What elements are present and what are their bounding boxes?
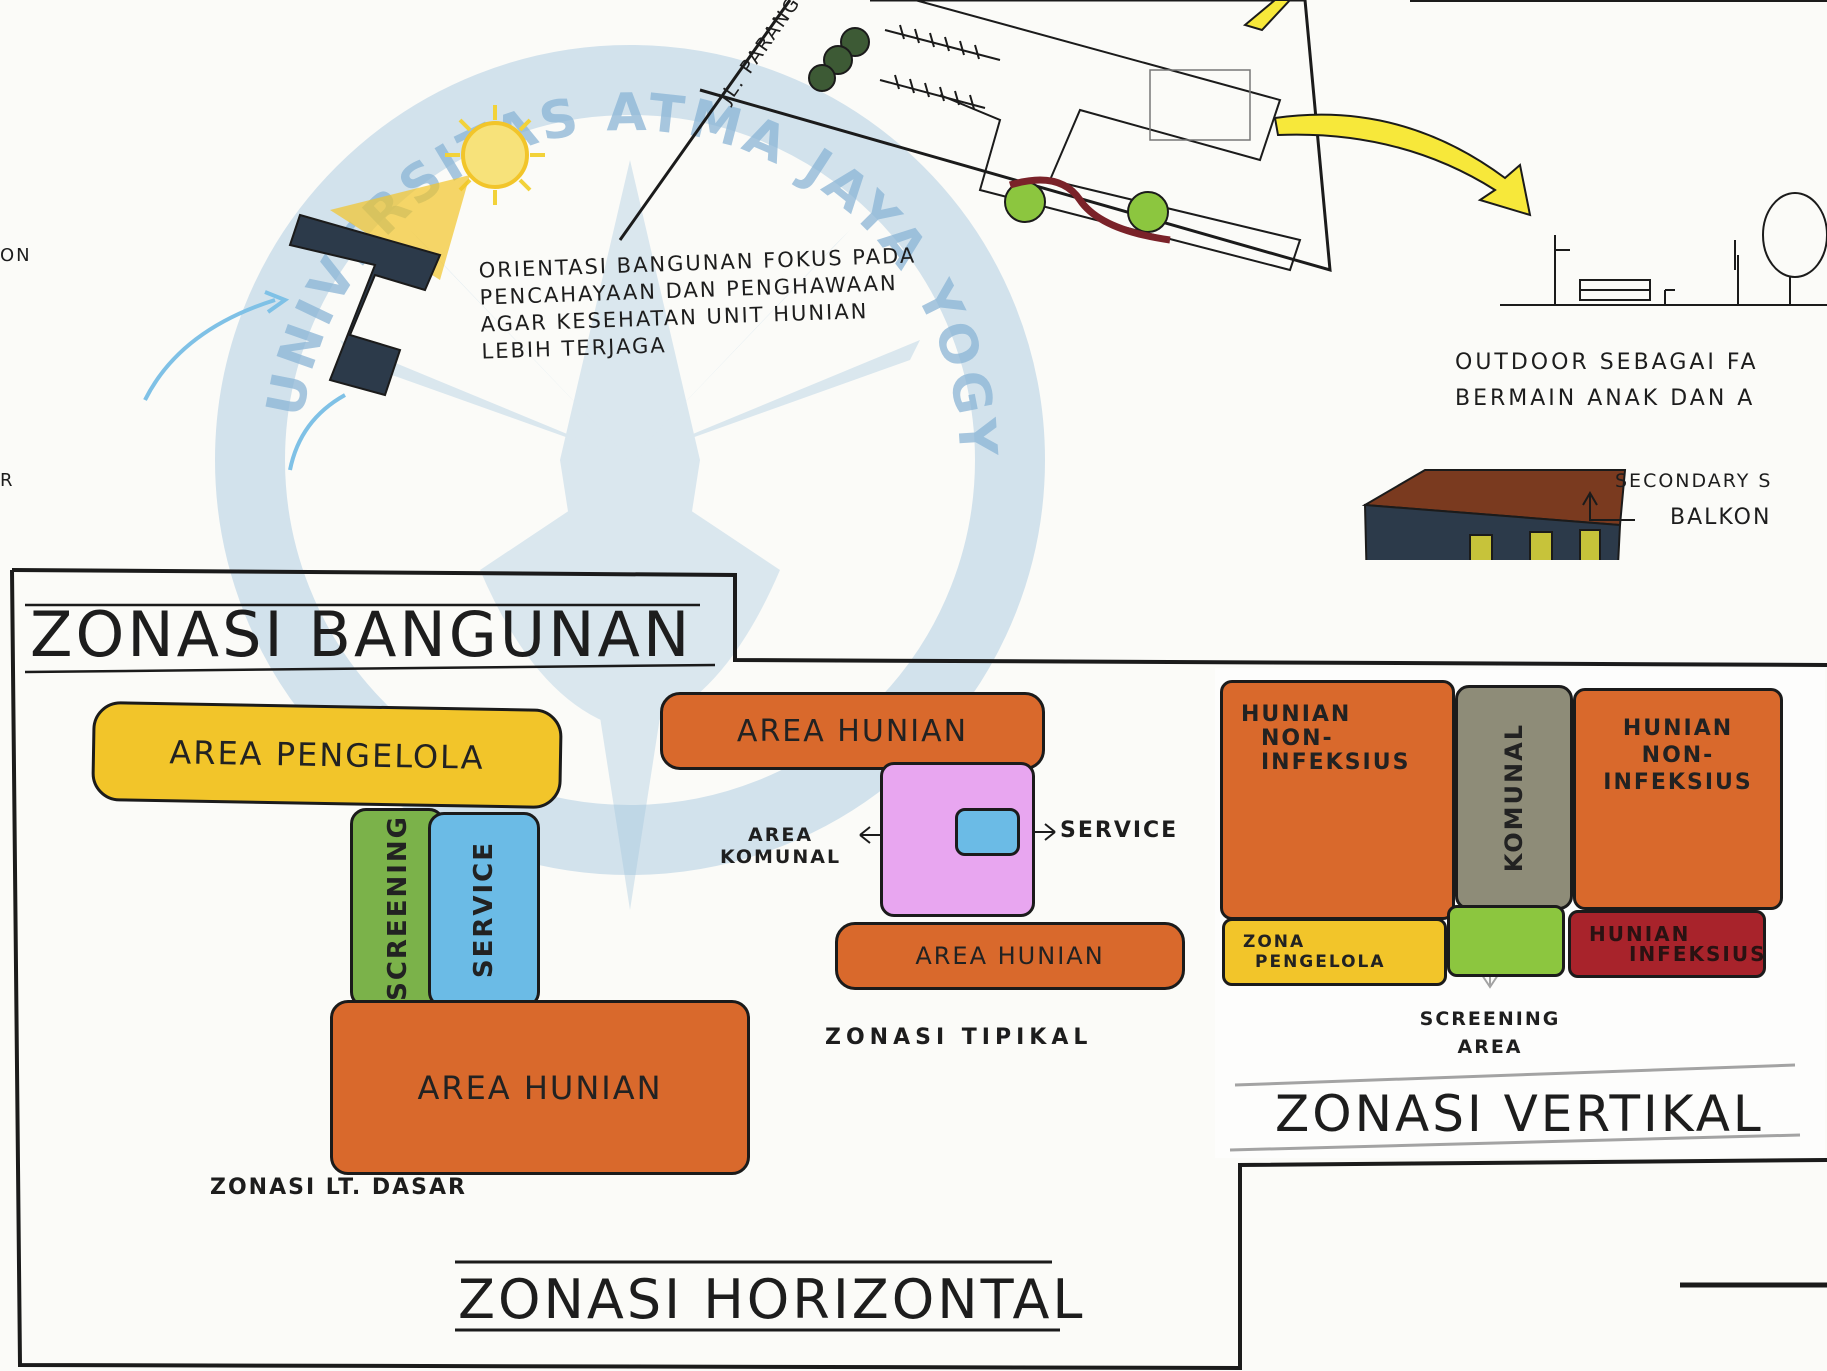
area-pengelola-label: AREA PENGELOLA [169,733,485,777]
area-pengelola-block: AREA PENGELOLA [91,700,563,810]
hunian-infeksius-line-2: INFEKSIUS [1629,942,1767,966]
hunian-left-label: HUNIAN NON- INFEKSIUS [1241,703,1410,775]
zona-pengelola-block: ZONA PENGELOLA [1222,918,1447,986]
hunian-right-label: HUNIAN NON- INFEKSIUS [1603,715,1752,796]
screening-area-label: SCREENING AREA [1405,1005,1575,1061]
screening-area-line-2: AREA [1457,1036,1523,1058]
hunian-left-line-3: INFEKSIUS [1261,750,1411,775]
screening-label: SCREENING [382,815,413,1001]
area-hunian-ground-block: AREA HUNIAN [330,1000,750,1175]
hunian-infeksius-label: HUNIAN INFEKSIUS [1589,924,1767,964]
area-hunian-ground-label: AREA HUNIAN [417,1068,663,1107]
area-hunian-bottom-block: AREA HUNIAN [835,922,1185,990]
komunal-block: KOMUNAL [1455,685,1573,910]
typical-service-label: SERVICE [1060,818,1179,843]
zonasi-horizontal-title: ZONASI HORIZONTAL [458,1268,1086,1331]
screening-vertical-block [1447,905,1565,977]
service-block: SERVICE [428,812,540,1008]
hunian-right-line-3: INFEKSIUS [1603,770,1753,795]
left-cut-text-1: ON [0,245,32,266]
area-komunal-label-line-1: AREA [748,824,814,846]
service-label: SERVICE [469,841,499,979]
typical-service-block [955,808,1020,856]
zona-pengelola-line-1: ZONA [1243,932,1306,952]
hunian-right-line-1: HUNIAN [1622,716,1734,741]
komunal-label: KOMUNAL [1500,722,1528,873]
outdoor-caption-line-1: OUTDOOR SEBAGAI FA [1455,350,1759,375]
zona-pengelola-line-2: PENGELOLA [1255,952,1386,972]
left-cut-text-2: R [0,470,15,491]
hunian-left-line-1: HUNIAN [1241,702,1352,727]
site-plan-sketch [143,0,1827,560]
hunian-infeksius-line-1: HUNIAN [1589,922,1691,946]
zonasi-tipikal-caption: ZONASI TIPIKAL [825,1025,1093,1050]
zonasi-lt-dasar-caption: ZONASI LT. DASAR [210,1175,467,1200]
hunian-non-infeksius-left-block: HUNIAN NON- INFEKSIUS [1220,680,1455,920]
hunian-infeksius-block: HUNIAN INFEKSIUS [1568,910,1766,978]
hunian-right-line-2: NON- [1641,743,1715,768]
screening-area-line-1: SCREENING [1419,1008,1561,1030]
zonasi-bangunan-title: ZONASI BANGUNAN [30,598,693,671]
area-hunian-bottom-label: AREA HUNIAN [915,942,1105,970]
outdoor-caption-line-2: BERMAIN ANAK DAN A [1455,386,1756,411]
balkon-label: BALKON [1670,505,1772,530]
zona-pengelola-label: ZONA PENGELOLA [1243,932,1386,972]
area-hunian-top-label: AREA HUNIAN [736,713,969,749]
zonasi-vertikal-title: ZONASI VERTIKAL [1275,1085,1764,1143]
hunian-non-infeksius-right-block: HUNIAN NON- INFEKSIUS [1573,688,1783,910]
area-hunian-top-block: AREA HUNIAN [660,692,1045,770]
area-komunal-label: AREA KOMUNAL [720,824,841,868]
secondary-skin-label: SECONDARY S [1615,470,1773,492]
outdoor-caption: OUTDOOR SEBAGAI FA BERMAIN ANAK DAN A [1455,345,1759,417]
area-komunal-label-line-2: KOMUNAL [720,846,842,868]
hunian-left-line-2: NON- [1261,726,1334,751]
